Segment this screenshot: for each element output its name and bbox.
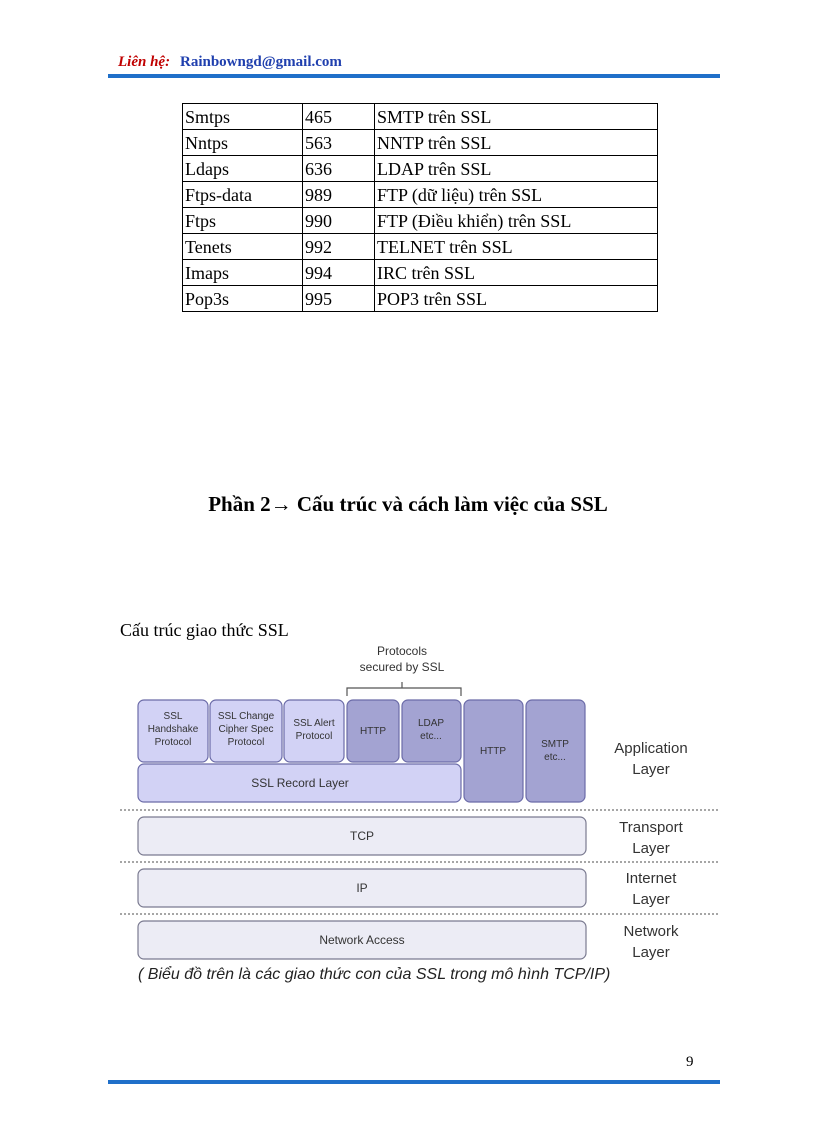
protocol-description: LDAP trên SSL: [374, 155, 658, 182]
port-number: 563: [302, 129, 375, 156]
svg-text:SSL Record Layer: SSL Record Layer: [251, 776, 349, 790]
tcp-box: TCP: [137, 816, 587, 856]
table-row: Ftps 990 FTP (Điều khiển) trên SSL: [182, 207, 658, 234]
internet-layer-label: Internet: [626, 870, 678, 887]
table-row: Ftps-data 989 FTP (dữ liệu) trên SSL: [182, 181, 658, 208]
diagram-footnote: ( Biểu đồ trên là các giao thức con của …: [138, 966, 611, 983]
svg-text:HTTP: HTTP: [480, 746, 506, 757]
protocol-name: Ftps: [182, 207, 303, 234]
port-number: 995: [302, 285, 375, 312]
transport-layer-label: Transport: [619, 819, 683, 836]
ip-box: IP: [137, 868, 587, 908]
protocol-name: Tenets: [182, 233, 303, 260]
port-number: 990: [302, 207, 375, 234]
internet-layer-label-2: Layer: [632, 891, 670, 908]
network-layer-label-2: Layer: [632, 944, 670, 961]
table-row: Ldaps 636 LDAP trên SSL: [182, 155, 658, 182]
arrow-right-icon: →: [270, 492, 292, 516]
section-prefix: Phần 2: [208, 492, 271, 516]
port-number: 636: [302, 155, 375, 182]
protocol-description: SMTP trên SSL: [374, 103, 658, 130]
transport-layer-label-2: Layer: [632, 840, 670, 857]
port-number: 994: [302, 259, 375, 286]
svg-text:etc...: etc...: [544, 752, 566, 763]
ssl-protocol-stack-diagram: Protocols secured by SSL SSL Handshake P…: [120, 644, 720, 961]
protocol-description: TELNET trên SSL: [374, 233, 658, 260]
ssl-handshake-box: SSL Handshake Protocol: [137, 699, 209, 763]
ssl-record-layer-box: SSL Record Layer: [137, 763, 462, 803]
svg-text:HTTP: HTTP: [360, 726, 386, 737]
ssl-alert-box: SSL Alert Protocol: [283, 699, 345, 763]
port-number: 989: [302, 181, 375, 208]
svg-text:Protocol: Protocol: [155, 737, 192, 748]
protocol-name: Imaps: [182, 259, 303, 286]
table-row: Nntps 563 NNTP trên SSL: [182, 129, 658, 156]
protocols-note-line2: secured by SSL: [360, 660, 445, 674]
network-access-box: Network Access: [137, 920, 587, 960]
table-row: Pop3s 995 POP3 trên SSL: [182, 285, 658, 312]
svg-text:SSL Change: SSL Change: [218, 711, 275, 722]
protocol-description: IRC trên SSL: [374, 259, 658, 286]
smtp-box: SMTP etc...: [525, 699, 586, 803]
svg-text:etc...: etc...: [420, 731, 442, 742]
protocol-description: POP3 trên SSL: [374, 285, 658, 312]
ldap-box: LDAP etc...: [401, 699, 462, 763]
svg-text:Protocol: Protocol: [228, 737, 265, 748]
protocol-name: Smtps: [182, 103, 303, 130]
svg-text:TCP: TCP: [350, 829, 374, 843]
ssl-change-cipher-box: SSL Change Cipher Spec Protocol: [209, 699, 283, 763]
protocol-name: Ftps-data: [182, 181, 303, 208]
page-number: 9: [686, 1054, 694, 1070]
svg-text:SSL: SSL: [164, 711, 183, 722]
port-number: 465: [302, 103, 375, 130]
svg-text:SSL Alert: SSL Alert: [293, 718, 335, 729]
header-rule: [108, 74, 720, 78]
contact-label: Liên hệ:: [118, 54, 171, 70]
protocol-description: NNTP trên SSL: [374, 129, 658, 156]
footer-rule: [108, 1080, 720, 1084]
contact-email: Rainbowngd@gmail.com: [180, 54, 342, 70]
protocols-note-line1: Protocols: [377, 644, 427, 658]
application-layer-label: Application: [614, 740, 687, 757]
svg-text:Cipher Spec: Cipher Spec: [218, 724, 273, 735]
table-row: Imaps 994 IRC trên SSL: [182, 259, 658, 286]
section-heading: Cấu trúc và cách làm việc của SSL: [296, 492, 608, 516]
http-secured-box: HTTP: [346, 699, 400, 763]
http-box: HTTP: [463, 699, 524, 803]
svg-text:SMTP: SMTP: [541, 739, 569, 750]
page-header: Liên hệ: Rainbowngd@gmail.com: [108, 52, 720, 78]
table-row: Smtps 465 SMTP trên SSL: [182, 103, 658, 130]
protocol-name: Pop3s: [182, 285, 303, 312]
table-row: Tenets 992 TELNET trên SSL: [182, 233, 658, 260]
svg-text:LDAP: LDAP: [418, 718, 444, 729]
protocol-description: FTP (dữ liệu) trên SSL: [374, 181, 658, 208]
port-number: 992: [302, 233, 375, 260]
ssl-ports-table: Smtps 465 SMTP trên SSL Nntps 563 NNTP t…: [182, 103, 658, 312]
svg-text:Network Access: Network Access: [319, 933, 404, 947]
diagram-caption: Cấu trúc giao thức SSL: [120, 620, 289, 640]
application-layer-label-2: Layer: [632, 761, 670, 778]
protocols-bracket: [346, 682, 462, 696]
svg-text:Handshake: Handshake: [148, 724, 199, 735]
protocol-name: Nntps: [182, 129, 303, 156]
protocol-description: FTP (Điều khiển) trên SSL: [374, 207, 658, 234]
section-title: Phần 2→ Cấu trúc và cách làm việc của SS…: [0, 492, 816, 517]
svg-text:IP: IP: [356, 881, 367, 895]
network-layer-label: Network: [623, 923, 679, 940]
protocol-name: Ldaps: [182, 155, 303, 182]
svg-text:Protocol: Protocol: [296, 731, 333, 742]
